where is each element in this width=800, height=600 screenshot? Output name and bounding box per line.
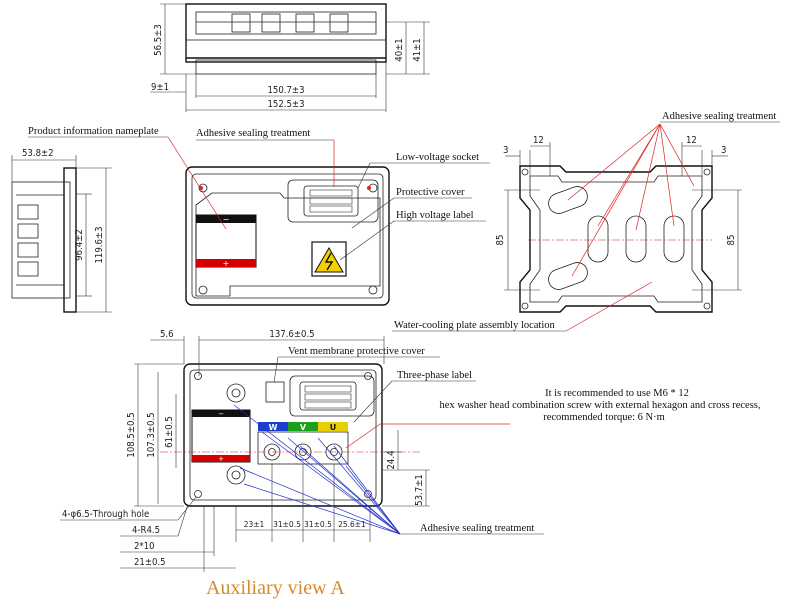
label-adhesive-top: Adhesive sealing treatment — [196, 128, 310, 139]
dim-plate-3-right: 3 — [721, 145, 726, 156]
dim-top-40: 40±1 — [394, 38, 405, 61]
label-high-voltage: High voltage label — [396, 210, 474, 221]
cooling-slot-2 — [548, 262, 588, 290]
adhesive-leaders-right — [567, 123, 695, 277]
label-nameplate: Product information nameplate — [28, 126, 159, 137]
dim-plate-12-left: 12 — [533, 135, 544, 146]
dim-plate-3-left: 3 — [503, 145, 508, 156]
nameplate-minus: − — [223, 215, 230, 224]
dim-aux-31a: 31±0.5 — [273, 520, 301, 529]
dim-side-width: 53.8±2 — [22, 148, 54, 159]
aux-nameplate-minus: − — [218, 410, 224, 418]
front-view-leaders: Product information nameplate Adhesive s… — [28, 126, 490, 261]
label-vent: Vent membrane protective cover — [288, 346, 425, 357]
dim-aux-61: 61±0.5 — [164, 416, 175, 448]
dim-aux-23: 23±1 — [244, 520, 265, 529]
label-low-voltage: Low-voltage socket — [396, 152, 479, 163]
label-water-cooling: Water-cooling plate assembly location — [394, 320, 556, 331]
dim-top-height: 56.5±3 — [153, 24, 164, 56]
dim-aux-25: 25.6±1 — [338, 520, 366, 529]
dc-terminal-minus — [226, 383, 246, 403]
cooling-slot-1 — [548, 186, 588, 214]
aux-nameplate-plus: + — [218, 455, 224, 463]
cooling-slot-3 — [587, 215, 609, 263]
cooling-slot-5 — [663, 215, 685, 263]
auxiliary-view: − + W V U — [160, 363, 420, 507]
label-screw-note-1: It is recommended to use M6 * 12 — [545, 388, 689, 399]
side-view: 53.8±2 96.4±2 119.6±3 — [11, 148, 112, 313]
aux-nameplate: − + — [191, 409, 251, 463]
dim-top-41: 41±1 — [412, 38, 423, 61]
label-screw-note-3: recommended torque: 6 N·m — [543, 412, 665, 423]
dim-plate-85-right: 85 — [726, 235, 737, 246]
cooling-plate-outline — [519, 165, 713, 313]
dim-aux-r45: 4-R4.5 — [132, 525, 160, 536]
dim-side-96: 96.4±2 — [74, 229, 85, 261]
protective-cover — [195, 192, 381, 297]
label-protective-cover: Protective cover — [396, 187, 465, 198]
dim-top-150: 150.7±3 — [267, 85, 304, 96]
dim-aux-137: 137.6±0.5 — [269, 329, 314, 340]
dc-terminal-plus — [226, 465, 246, 485]
socket-pins — [309, 189, 353, 213]
top-view-base — [195, 59, 377, 75]
label-adhesive-bottom: Adhesive sealing treatment — [420, 523, 534, 534]
phase-v: V — [300, 423, 307, 432]
label-screw-note-2: hex washer head combination screw with e… — [439, 400, 760, 411]
high-voltage-label — [311, 241, 347, 277]
dim-aux-53: 53.7±1 — [414, 474, 425, 506]
product-nameplate: − + — [195, 214, 257, 268]
dim-aux-31b: 31±0.5 — [304, 520, 332, 529]
cooling-slot-4 — [625, 215, 647, 263]
auxiliary-dimensions: 5.6 137.6±0.5 108.5±0.5 107.3±0.5 61±0.5… — [60, 329, 430, 572]
adhesive-leaders-bottom — [233, 404, 401, 535]
phase-w: W — [269, 423, 278, 432]
top-view-housing — [185, 3, 387, 63]
auxiliary-leaders: Vent membrane protective cover Three-pha… — [206, 346, 761, 599]
side-view-body — [11, 181, 71, 299]
dim-aux-2x10: 2*10 — [134, 541, 155, 552]
dim-side-119: 119.6±3 — [94, 226, 105, 263]
low-voltage-socket — [287, 179, 379, 223]
front-view-housing — [185, 166, 390, 306]
label-adhesive-right: Adhesive sealing treatment — [662, 111, 776, 122]
dim-top-152: 152.5±3 — [267, 99, 304, 110]
front-view: − + — [185, 166, 390, 306]
aux-housing — [183, 363, 383, 507]
lightning-icon — [324, 252, 334, 271]
top-view: 56.5±3 40±1 41±1 9±1 150.7±3 152.5±3 — [150, 3, 430, 112]
dim-aux-5-6: 5.6 — [160, 329, 174, 340]
phase-u: U — [330, 423, 337, 432]
cooling-plate-view: 3 12 12 3 85 85 Adhesive sealing treatme… — [392, 111, 780, 332]
dim-aux-hole: 4-φ6.5-Through hole — [62, 509, 149, 520]
aux-view-title: Auxiliary view A — [206, 577, 345, 599]
dim-plate-85-left: 85 — [495, 235, 506, 246]
dim-aux-107: 107.3±0.5 — [146, 412, 157, 457]
dim-top-9: 9±1 — [151, 82, 169, 93]
label-three-phase: Three-phase label — [397, 370, 472, 381]
three-phase-label: W V U — [258, 422, 348, 432]
dim-aux-108: 108.5±0.5 — [126, 412, 137, 457]
vent-membrane-cover — [265, 381, 285, 403]
top-view-fins — [195, 11, 377, 35]
nameplate-plus: + — [223, 259, 230, 268]
dim-aux-24: 24.4 — [386, 450, 397, 469]
aux-low-voltage-socket — [289, 375, 375, 417]
dim-aux-21: 21±0.5 — [134, 557, 166, 568]
dim-plate-12-right: 12 — [686, 135, 697, 146]
